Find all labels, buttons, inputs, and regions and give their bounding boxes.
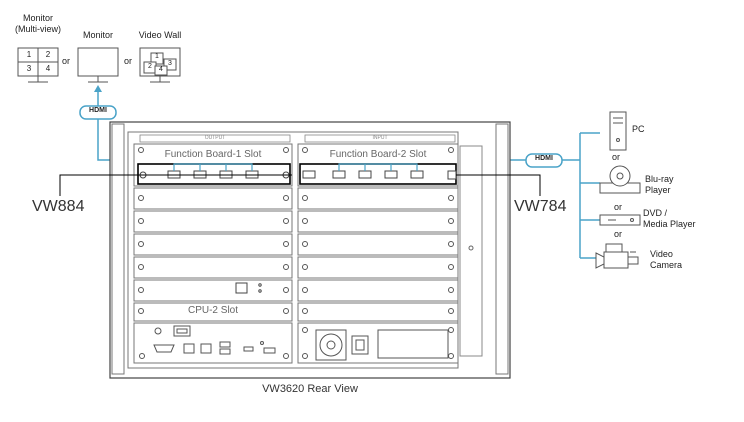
- or-label-b: or: [614, 202, 623, 212]
- dvd-player-icon: [599, 214, 641, 226]
- chassis-caption: VW3620 Rear View: [262, 383, 358, 395]
- dvd-label: DVD / Media Player: [643, 208, 696, 229]
- output-label: OUTPUT: [204, 135, 226, 141]
- hdmi-right-badge: [525, 153, 563, 168]
- pc-label: PC: [632, 124, 645, 134]
- or-label-c: or: [614, 229, 623, 239]
- hdmi-input-lines: [520, 132, 600, 259]
- video-wall-label: Video Wall: [138, 30, 182, 40]
- or-label-2: or: [124, 56, 133, 66]
- power-panel: [297, 322, 459, 364]
- hdmi-left-label: HDMI: [89, 107, 107, 114]
- function-board-1-label: Function Board-1 Slot: [164, 149, 262, 160]
- vw884-callout-line: [59, 174, 292, 196]
- vw784-label: VW784: [514, 198, 567, 215]
- camera-label: Video Camera: [650, 249, 683, 270]
- video-camera-icon: [595, 243, 639, 269]
- multiview-cell-2: 2: [45, 50, 51, 59]
- monitor-multiview-label: Monitor (Multi-view): [15, 13, 61, 34]
- function-board-2: [297, 143, 459, 187]
- monitor-icon: [77, 47, 119, 83]
- cpu-slot-label: CPU-2 Slot: [187, 305, 238, 316]
- videowall-cell-1: 1: [155, 53, 159, 60]
- pc-icon: [609, 111, 627, 151]
- or-label-1: or: [62, 56, 71, 66]
- multiview-monitor-icon: [17, 47, 59, 83]
- multiview-cell-3: 3: [26, 64, 32, 73]
- vw784-callout-line: [456, 174, 541, 196]
- lan-port-icon: [235, 282, 262, 294]
- videowall-cell-4: 4: [159, 66, 163, 73]
- videowall-cell-2: 2: [148, 63, 152, 70]
- cpu-panel: [133, 322, 293, 364]
- or-label-a: or: [612, 152, 621, 162]
- multiview-cell-1: 1: [26, 50, 32, 59]
- bluray-player-icon: [599, 165, 641, 194]
- function-board-2-label: Function Board-2 Slot: [329, 149, 427, 160]
- video-wall-icon: [139, 47, 181, 83]
- input-label: INPUT: [372, 135, 388, 141]
- hdmi-left-badge: [79, 105, 117, 120]
- empty-slots: [133, 187, 459, 322]
- multiview-cell-4: 4: [45, 64, 51, 73]
- slot-screws: [138, 147, 454, 314]
- hdmi-right-label: HDMI: [535, 155, 553, 162]
- videowall-cell-3: 3: [168, 60, 172, 67]
- bluray-label: Blu-ray Player: [645, 174, 674, 195]
- function-board-1: [133, 143, 293, 187]
- vw884-label: VW884: [32, 198, 85, 215]
- monitor-label: Monitor: [82, 30, 113, 40]
